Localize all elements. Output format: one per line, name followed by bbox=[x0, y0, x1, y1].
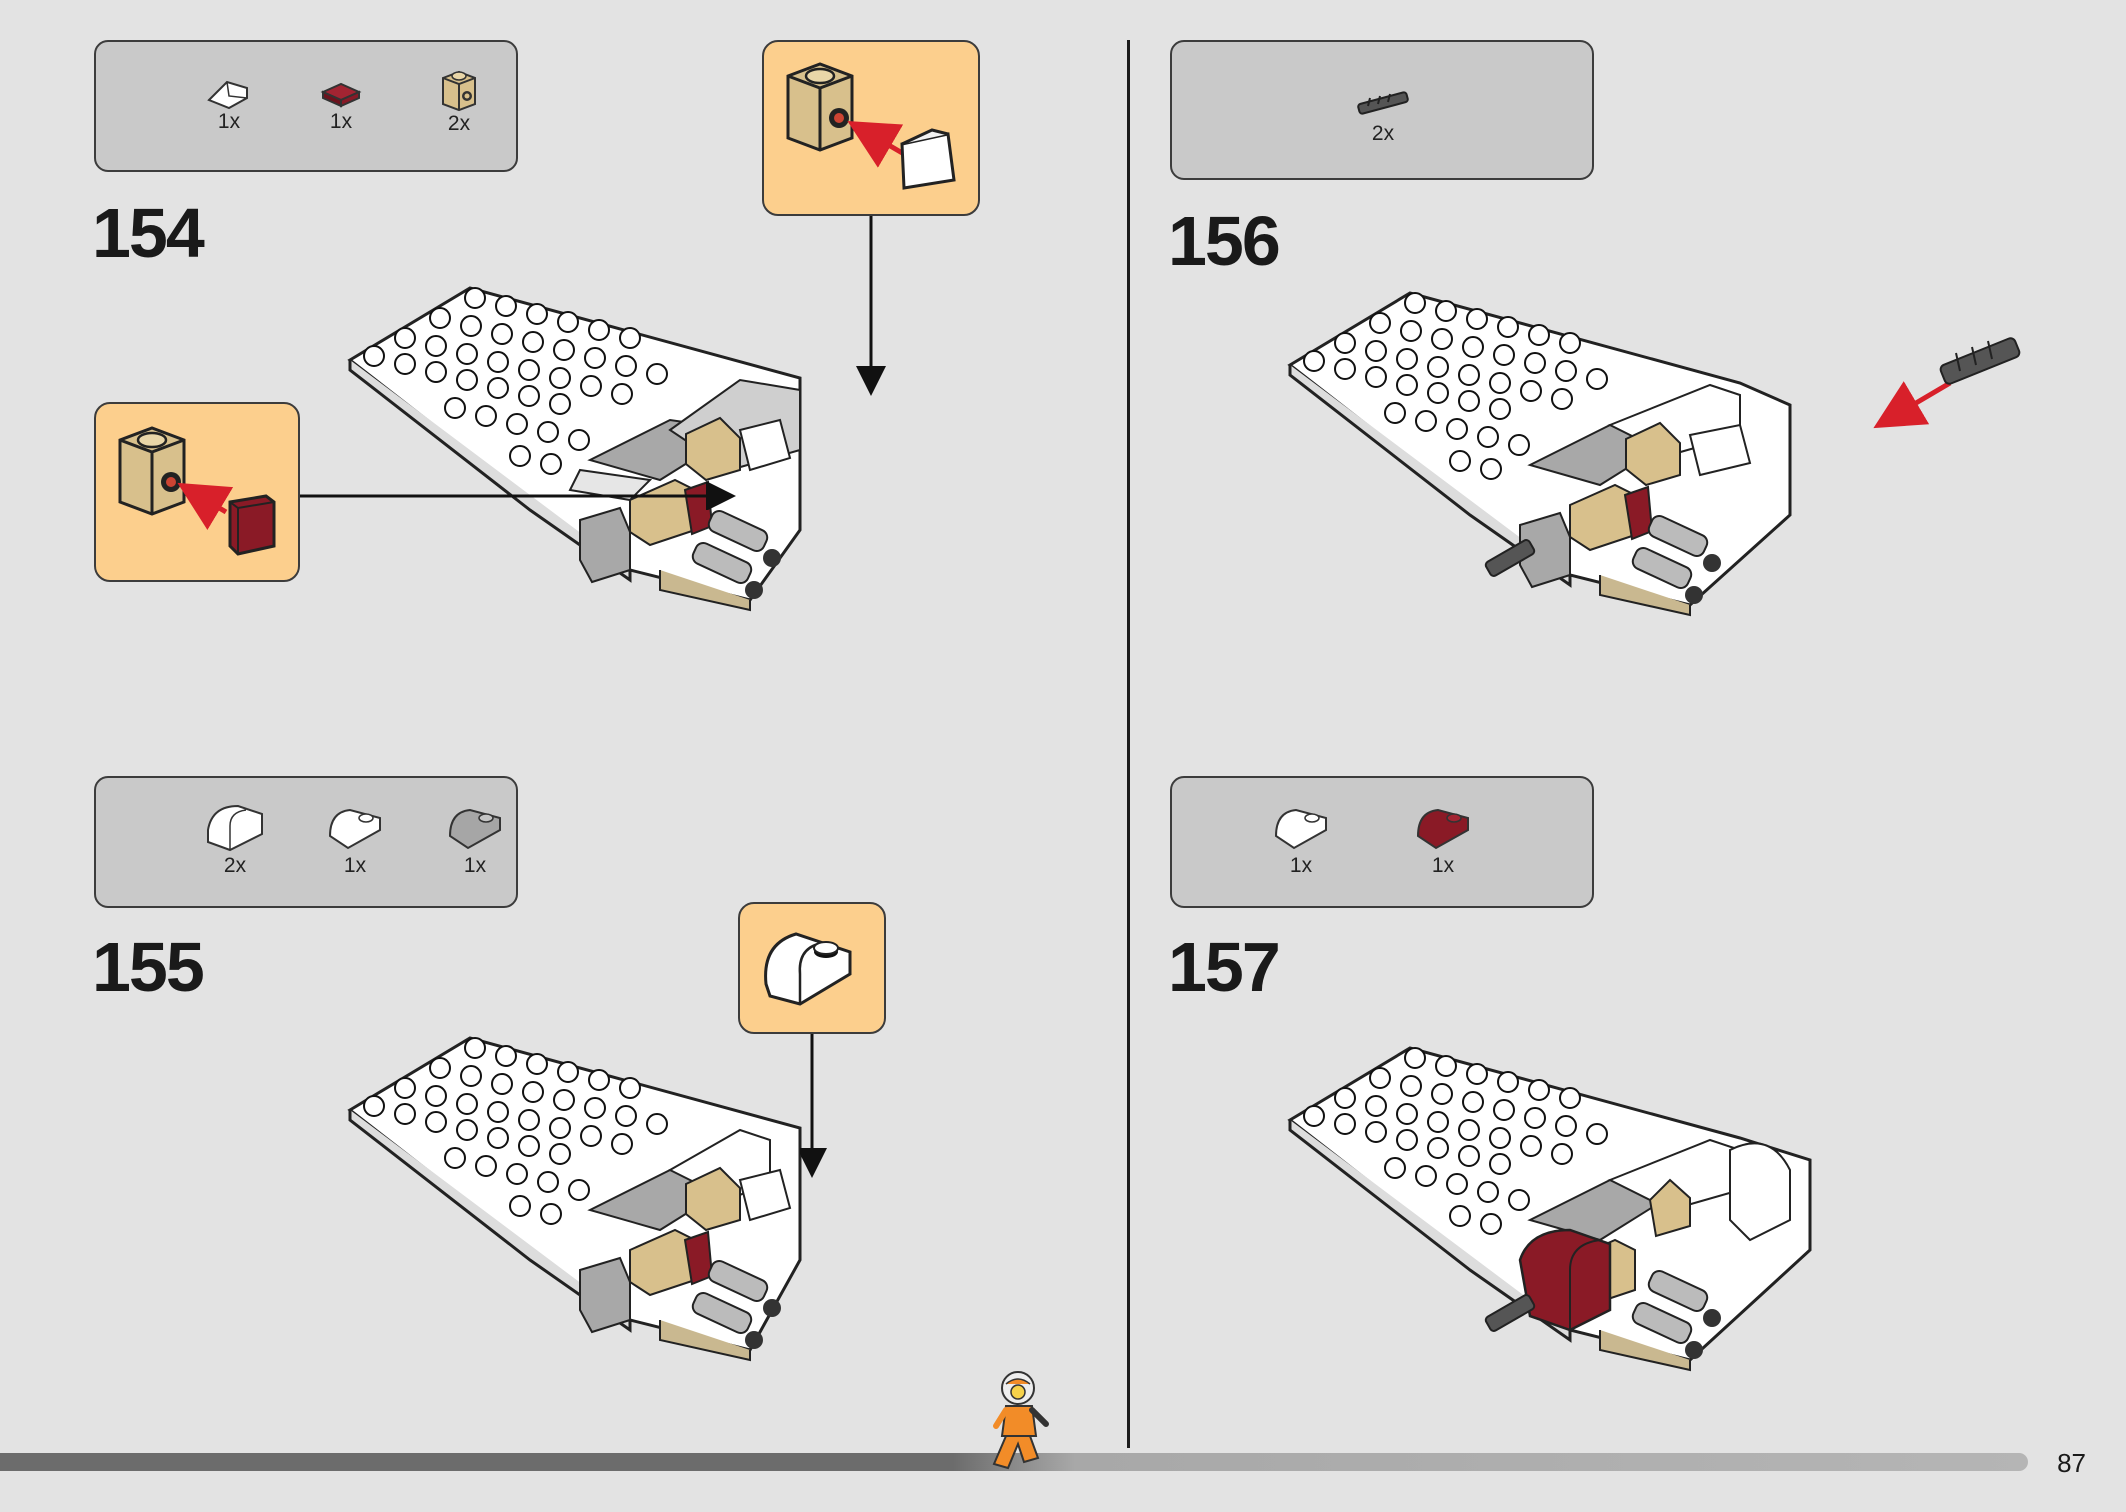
step-number-156: 156 bbox=[1168, 202, 1281, 280]
white-slope-icon bbox=[207, 80, 248, 110]
part-gray-curved-slope-stud: 1x bbox=[430, 796, 520, 878]
part-qty: 1x bbox=[463, 854, 487, 877]
part-qty: 2x bbox=[223, 854, 247, 877]
part-qty: 2x bbox=[447, 112, 471, 135]
callout-illustration bbox=[118, 426, 276, 556]
part-qty: 1x bbox=[1289, 854, 1313, 877]
parts-list-step-155: 2x 1x 1x bbox=[94, 776, 518, 908]
white-curved-slope-stud-icon bbox=[328, 808, 381, 850]
callout-connector-lines-154 bbox=[300, 216, 886, 510]
part-qty: 1x bbox=[217, 110, 241, 133]
callout-connector-line-155 bbox=[800, 1034, 827, 1178]
gray-curved-slope-stud-icon bbox=[448, 808, 501, 850]
part-qty: 1x bbox=[329, 110, 353, 133]
page-divider bbox=[1127, 40, 1130, 1448]
part-qty: 1x bbox=[1431, 854, 1455, 877]
part-dark-gray-blaster: 2x bbox=[1338, 84, 1428, 146]
page-number: 87 bbox=[2057, 1448, 2086, 1478]
part-white-slope-tile: 1x bbox=[184, 72, 274, 134]
callout-illustration bbox=[764, 932, 852, 1006]
callout-tan-brick-red-tile bbox=[94, 402, 300, 582]
part-dark-red-tile: 1x bbox=[296, 72, 386, 134]
white-curved-slope-stud-icon bbox=[1274, 808, 1327, 850]
part-qty: 2x bbox=[1371, 122, 1395, 145]
dark-red-curved-slope-icon bbox=[1416, 808, 1469, 850]
part-dark-red-curved-slope: 1x bbox=[1398, 796, 1488, 878]
part-white-curved-slope: 2x bbox=[190, 796, 280, 878]
parts-list-step-156: 2x bbox=[1170, 40, 1594, 180]
parts-list-step-154: 1x 1x 2x bbox=[94, 40, 518, 172]
model-assembly-step-155 bbox=[347, 1036, 802, 1362]
callout-illustration bbox=[786, 62, 956, 190]
model-assembly-step-157 bbox=[1287, 1046, 1812, 1372]
step-number-155: 155 bbox=[92, 928, 205, 1006]
part-white-curved-slope-stud: 1x bbox=[1256, 796, 1346, 878]
step-number-154: 154 bbox=[92, 194, 205, 272]
minifigure-pilot-icon bbox=[992, 1371, 1049, 1470]
part-white-curved-slope-stud: 1x bbox=[310, 796, 400, 878]
progress-bar bbox=[0, 1453, 2028, 1471]
blaster-icon bbox=[1357, 91, 1409, 115]
white-curved-slope-icon bbox=[207, 804, 263, 852]
step-number-157: 157 bbox=[1168, 928, 1281, 1006]
parts-list-step-157: 1x 1x bbox=[1170, 776, 1594, 908]
part-tan-brick: 2x bbox=[414, 64, 504, 136]
dark-red-tile-icon bbox=[320, 82, 362, 108]
model-assembly-step-156 bbox=[1287, 291, 2021, 617]
callout-tan-brick-slope bbox=[762, 40, 980, 216]
tan-brick-icon bbox=[442, 70, 476, 112]
part-qty: 1x bbox=[343, 854, 367, 877]
callout-curved-slope bbox=[738, 902, 886, 1034]
